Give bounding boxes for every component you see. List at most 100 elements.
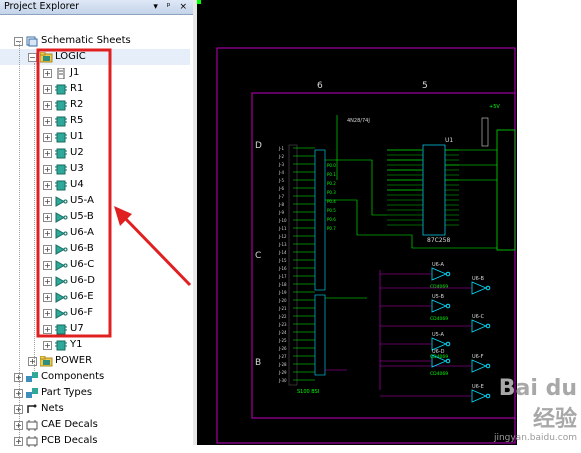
tree-item[interactable]: +U4 [0,177,190,193]
expand-toggle-icon[interactable]: + [43,181,52,190]
folder-icon [39,355,53,373]
u1-ref: U1 [445,137,453,144]
gate-ref-label: U6-D [432,349,445,355]
origin-marker [197,0,201,4]
expand-toggle-icon[interactable]: + [43,293,52,302]
tree-item[interactable]: + U2 [0,145,190,161]
inverter-bubble [485,393,491,399]
tree-item-label: U2 [70,147,84,158]
splitter[interactable] [193,0,197,445]
inverter-bubble [445,303,451,309]
expand-toggle-icon[interactable]: + [43,277,52,286]
tree-item[interactable]: +U6-F [0,305,190,321]
tree-item-label: U3 [70,163,84,174]
tree-item[interactable]: +U6-C [0,257,190,273]
expand-toggle-icon[interactable]: + [43,229,52,238]
col-label-5: 5 [422,81,428,91]
expand-toggle-icon[interactable]: + [43,165,52,174]
expand-toggle-icon[interactable]: + [14,389,23,398]
j1-pin-label: J-25 [278,338,287,343]
chip-left-body [314,149,326,291]
expand-toggle-icon[interactable]: + [43,245,52,254]
tree-item-label: U5-B [70,211,94,222]
gate-ref-label: U6-B [472,276,484,282]
expand-toggle-icon[interactable]: + [14,373,23,382]
expand-toggle-icon[interactable]: + [43,213,52,222]
expand-toggle-icon[interactable]: − [14,37,23,46]
tree-item[interactable]: +U6-B [0,241,190,257]
j1-pin-label: J-23 [278,322,287,327]
j1-pin-label: J-16 [278,266,287,271]
expand-toggle-icon[interactable]: + [14,405,23,414]
expand-toggle-icon[interactable]: + [43,133,52,142]
u1-body [422,144,446,236]
gate-part-label: CD4069 [430,284,448,290]
j1-pin-label: J-14 [278,250,287,255]
expand-toggle-icon[interactable]: + [14,421,23,430]
inverter-gate-symbol [471,281,488,295]
tree-item[interactable]: −Schematic Sheets [0,33,190,49]
inverter-bubble [485,285,491,291]
tree-item[interactable]: +R2 [0,97,190,113]
panel-title-bar: Project Explorer ▾ ᵖ × [0,0,193,15]
tree-item[interactable]: +Y1 [0,337,190,353]
tree-item[interactable]: +Components [0,369,190,385]
connector-j1: J-1J-2J-3J-4J-5J-6J-7J-8J-9J-10J-11J-12J… [278,144,315,386]
tree-item[interactable]: +PCB Decals [0,433,190,449]
cae-decals-icon [26,420,39,437]
expand-toggle-icon[interactable]: + [43,341,52,350]
tree-item[interactable]: + R5 [0,113,190,129]
tree-item[interactable]: + U1 [0,129,190,145]
tree-item[interactable]: +R1 [0,81,190,97]
expand-toggle-icon[interactable]: + [43,197,52,206]
panel-controls[interactable]: ▾ ᵖ × [153,2,190,12]
inverter-gate-symbol [471,389,488,403]
sheet-inner-border [251,92,516,419]
expand-toggle-icon[interactable]: + [43,149,52,158]
tree-item-label: U7 [70,323,84,334]
tree-item-label: CAE Decals [41,419,98,430]
j1-pin-label: J-18 [278,282,287,287]
j1-pin-label: J-1 [278,146,284,151]
expand-toggle-icon[interactable]: + [43,325,52,334]
tree-item[interactable]: + U3 [0,161,190,177]
expand-toggle-icon[interactable]: + [43,69,52,78]
gate-part-label: CD4069 [430,354,448,360]
expand-toggle-icon[interactable]: + [43,117,52,126]
tree-item[interactable]: + Part Types [0,385,190,401]
tree-item[interactable]: +U6-D [0,273,190,289]
chip-top-label: 4N28/74J [347,118,370,124]
j1-pin-label: J-19 [278,290,287,295]
tree-item-label: POWER [55,355,93,366]
tree-item-label: U5-A [70,195,94,206]
tree-item[interactable]: +Nets [0,401,190,417]
tree-item-label: U1 [70,131,84,142]
expand-toggle-icon[interactable]: + [43,309,52,318]
j1-pin-label: J-2 [278,154,284,159]
tree-item[interactable]: + U6-E [0,289,190,305]
tree-item-label: R5 [70,115,84,126]
tree-item[interactable]: + U6-A [0,225,190,241]
schematic-drawing: 6 5 D C B J-1J-2J-3J-4J-5J-6J-7J-8J-9J-1… [197,0,516,444]
j1-pin-label: J-21 [278,306,287,311]
tree-item[interactable]: + CAE Decals [0,417,190,433]
net-label: P0.4 [327,199,336,204]
expand-toggle-icon[interactable]: + [43,85,52,94]
tree-item[interactable]: + U5-B [0,209,190,225]
tree-item[interactable]: + U7 [0,321,190,337]
tree-item[interactable]: + U5-A [0,193,190,209]
tree-item[interactable]: +J1 [0,65,190,81]
tree-item[interactable]: −LOGIC [0,49,190,65]
tree-item-label: U6-A [70,227,94,238]
expand-toggle-icon[interactable]: + [28,357,37,366]
tree-item-label: Part Types [41,387,93,398]
expand-toggle-icon[interactable]: + [43,101,52,110]
right-bus [496,129,516,251]
expand-toggle-icon[interactable]: − [28,53,37,62]
inverter-gate-symbol [471,359,488,373]
sheet-border [216,47,516,444]
tree-item-label: U6-E [70,291,94,302]
expand-toggle-icon[interactable]: + [43,261,52,270]
tree-item[interactable]: + POWER [0,353,190,369]
